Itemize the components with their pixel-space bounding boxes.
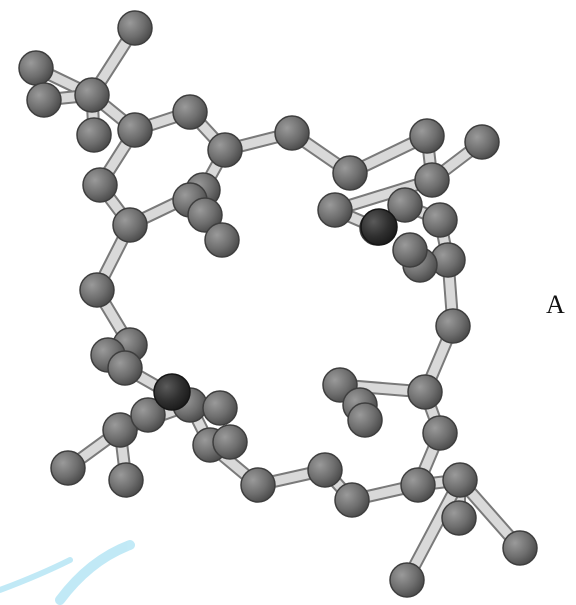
carbon-atom bbox=[442, 462, 478, 498]
carbon-atom bbox=[172, 94, 208, 130]
carbon-atom bbox=[334, 482, 370, 518]
carbon-atom bbox=[240, 467, 276, 503]
bonds-layer bbox=[29, 21, 527, 587]
carbon-atom bbox=[117, 112, 153, 148]
carbon-atom bbox=[102, 412, 138, 448]
carbon-atom bbox=[108, 462, 144, 498]
carbon-atom bbox=[76, 117, 112, 153]
carbon-atom bbox=[347, 402, 383, 438]
carbon-atom bbox=[409, 118, 445, 154]
carbon-atom bbox=[422, 415, 458, 451]
carbon-atom bbox=[212, 424, 248, 460]
carbon-atom bbox=[389, 562, 425, 598]
carbon-atom bbox=[207, 132, 243, 168]
carbon-atom bbox=[307, 452, 343, 488]
carbon-atom bbox=[107, 350, 143, 386]
carbon-atom bbox=[274, 115, 310, 151]
carbon-atom bbox=[202, 390, 238, 426]
carbon-atom bbox=[26, 82, 62, 118]
panel-label: A bbox=[546, 290, 565, 319]
bond bbox=[402, 475, 465, 585]
carbon-atom bbox=[117, 10, 153, 46]
atoms-layer bbox=[18, 10, 538, 598]
carbon-atom bbox=[422, 202, 458, 238]
carbon-atom bbox=[502, 530, 538, 566]
carbon-atom bbox=[407, 374, 443, 410]
carbon-atom bbox=[317, 192, 353, 228]
carbon-atom bbox=[130, 397, 166, 433]
carbon-atom bbox=[400, 467, 436, 503]
heteroatom bbox=[153, 373, 191, 411]
carbon-atom bbox=[74, 77, 110, 113]
heteroatom bbox=[360, 208, 398, 246]
carbon-atom bbox=[332, 155, 368, 191]
carbon-atom bbox=[187, 197, 223, 233]
carbon-atom bbox=[204, 222, 240, 258]
carbon-atom bbox=[392, 232, 428, 268]
carbon-atom bbox=[112, 207, 148, 243]
carbon-atom bbox=[79, 272, 115, 308]
carbon-atom bbox=[50, 450, 86, 486]
carbon-atom bbox=[441, 500, 477, 536]
carbon-atom bbox=[18, 50, 54, 86]
carbon-atom bbox=[435, 308, 471, 344]
carbon-atom bbox=[464, 124, 500, 160]
watermark bbox=[0, 540, 135, 605]
carbon-atom bbox=[82, 167, 118, 203]
carbon-atom bbox=[414, 162, 450, 198]
carbon-atom bbox=[387, 187, 423, 223]
